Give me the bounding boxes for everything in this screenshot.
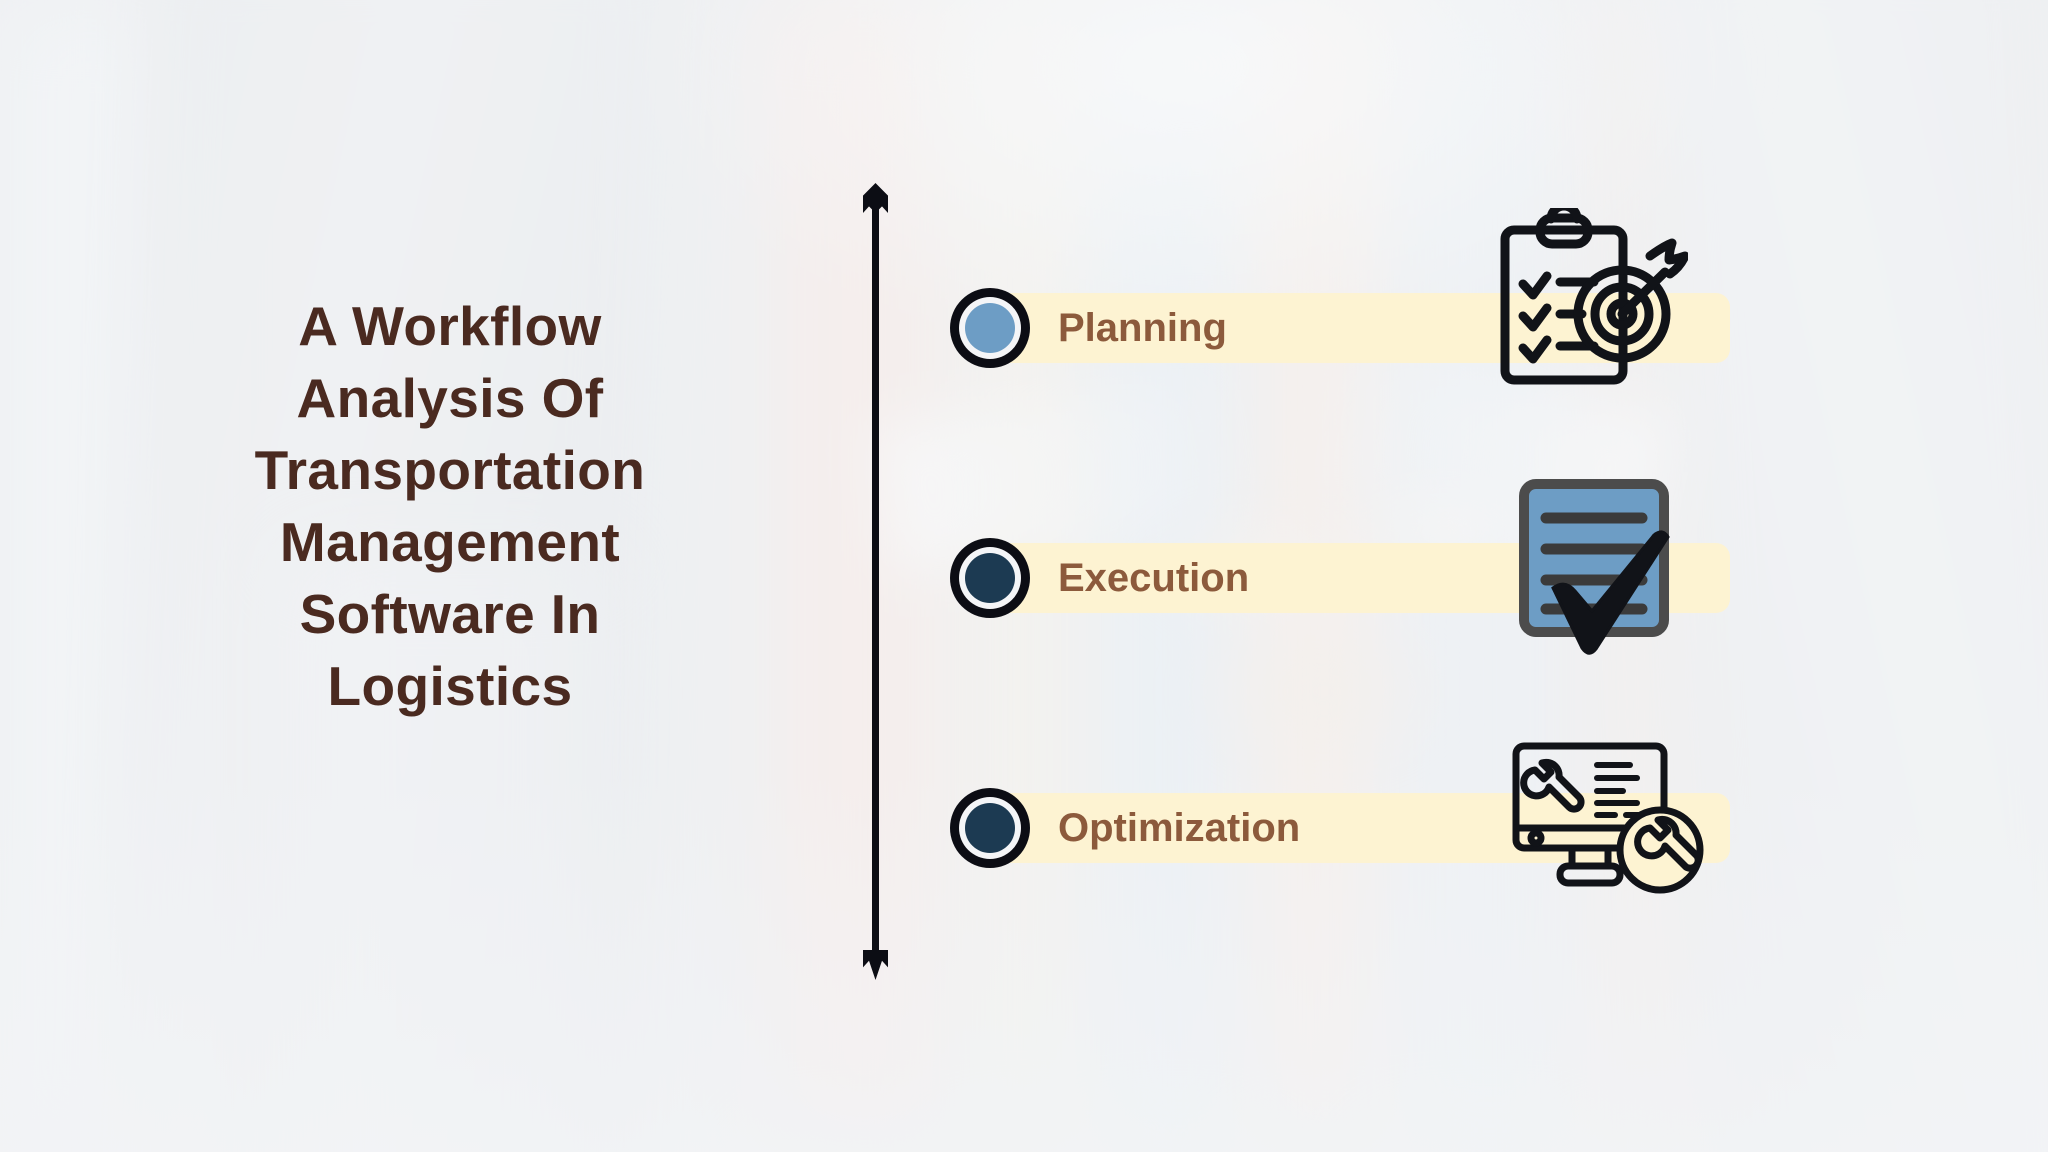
step-node-dot — [965, 553, 1015, 603]
step-node-ring — [959, 297, 1021, 359]
page-title-line: Analysis Of — [296, 367, 604, 430]
page-title-line: A Workflow — [298, 295, 602, 357]
clipboard-target-icon — [1498, 201, 1690, 388]
page-title: A Workflow Analysis Of Transportation Ma… — [170, 290, 730, 722]
step-label: Execution — [1058, 556, 1250, 600]
page-title-line: Software In — [299, 583, 601, 646]
page-title-line: Transportation — [254, 439, 646, 502]
arrow-down-icon — [863, 950, 888, 980]
step-node-dot — [965, 803, 1015, 853]
page-title-line: Logistics — [327, 655, 573, 718]
monitor-wrench-icon — [1510, 740, 1710, 900]
step-node-marker[interactable] — [950, 788, 1030, 868]
step-label: Optimization — [1058, 806, 1301, 850]
step-node-marker[interactable] — [950, 538, 1030, 618]
step-node-dot — [965, 303, 1015, 353]
document-checkmark-icon — [1516, 476, 1681, 656]
page-title-line: Management — [279, 511, 621, 574]
timeline-line — [872, 208, 879, 956]
step-node-ring — [959, 547, 1021, 609]
step-node-ring — [959, 797, 1021, 859]
step-node-marker[interactable] — [950, 288, 1030, 368]
step-label: Planning — [1058, 306, 1227, 350]
timeline-axis — [857, 180, 893, 980]
